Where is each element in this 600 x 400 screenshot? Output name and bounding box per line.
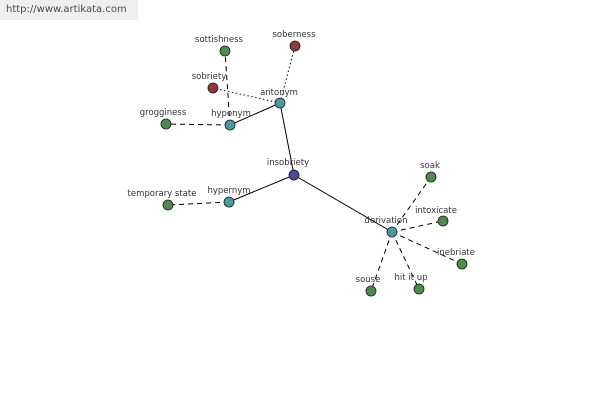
node-marker-hypernym[interactable] [223,196,235,208]
node-label-hypernym[interactable]: hypernym [207,186,250,196]
node-marker-insobriety[interactable] [288,169,300,181]
node-antonym[interactable]: antonym [260,88,298,109]
node-label-inebriate[interactable]: inebriate [437,248,475,258]
edge-derivation-inebriate [391,231,463,265]
node-grogginess[interactable]: grogginess [140,108,187,130]
edge-insobriety-hypernym [228,174,295,203]
edge-hyponym-grogginess [165,123,231,126]
node-label-intoxicate[interactable]: intoxicate [415,206,457,216]
edge-derivation-souse [370,231,393,292]
node-label-insobriety[interactable]: insobriety [267,158,309,168]
node-hypernym[interactable]: hypernym [207,186,251,208]
node-label-temporary-state[interactable]: temporary state [128,189,197,199]
node-souse[interactable]: souse [356,275,381,297]
edge-antonym-hyponym [229,102,281,126]
node-label-grogginess[interactable]: grogginess [140,108,187,118]
node-soberness[interactable]: soberness [272,30,316,52]
node-label-sobriety[interactable]: sobriety [192,72,226,82]
node-intoxicate[interactable]: intoxicate [415,206,457,227]
edges-layer [165,45,463,292]
node-soak[interactable]: soak [420,161,440,183]
node-marker-sobriety[interactable] [207,82,219,94]
node-label-antonym[interactable]: antonym [260,88,298,98]
edge-antonym-sobriety [212,87,281,104]
node-marker-intoxicate[interactable] [437,215,449,227]
node-hit-it-up[interactable]: hit it up [395,273,428,295]
node-marker-inebriate[interactable] [456,258,468,270]
node-marker-hit-it-up[interactable] [413,283,425,295]
node-label-hit-it-up[interactable]: hit it up [395,273,428,283]
node-marker-derivation[interactable] [386,226,398,238]
node-label-derivation[interactable]: derivation [364,216,407,226]
node-label-soberness[interactable]: soberness [272,30,316,40]
node-inebriate[interactable]: inebriate [437,248,475,270]
edge-hypernym-temporary-state [167,201,230,206]
node-marker-soak[interactable] [425,171,437,183]
edge-derivation-hit-it-up [391,231,420,290]
node-label-sottishness[interactable]: sottishness [195,35,244,45]
nodes-layer: insobriety antonym hyponym hypernym derivati… [128,30,475,297]
edge-antonym-soberness [279,45,296,104]
node-label-hyponym[interactable]: hyponym [211,109,251,119]
node-marker-hyponym[interactable] [224,119,236,131]
node-label-soak[interactable]: soak [420,161,440,171]
node-sottishness[interactable]: sottishness [195,35,244,57]
node-sobriety[interactable]: sobriety [192,72,226,94]
node-label-souse[interactable]: souse [356,275,381,285]
site-url-watermark[interactable]: http://www.artikata.com [0,0,138,20]
node-marker-antonym[interactable] [274,97,286,109]
edge-derivation-soak [391,176,432,233]
edge-insobriety-derivation [293,174,393,233]
node-marker-temporary-state[interactable] [162,199,174,211]
node-derivation[interactable]: derivation [364,216,408,238]
node-marker-souse[interactable] [365,285,377,297]
node-insobriety[interactable]: insobriety [267,158,309,181]
node-hyponym[interactable]: hyponym [211,109,251,131]
edge-hyponym-sottishness [224,50,231,126]
node-temporary-state[interactable]: temporary state [128,189,197,211]
edge-insobriety-antonym [279,102,295,176]
node-marker-soberness[interactable] [289,40,301,52]
node-marker-sottishness[interactable] [219,45,231,57]
node-marker-grogginess[interactable] [160,118,172,130]
